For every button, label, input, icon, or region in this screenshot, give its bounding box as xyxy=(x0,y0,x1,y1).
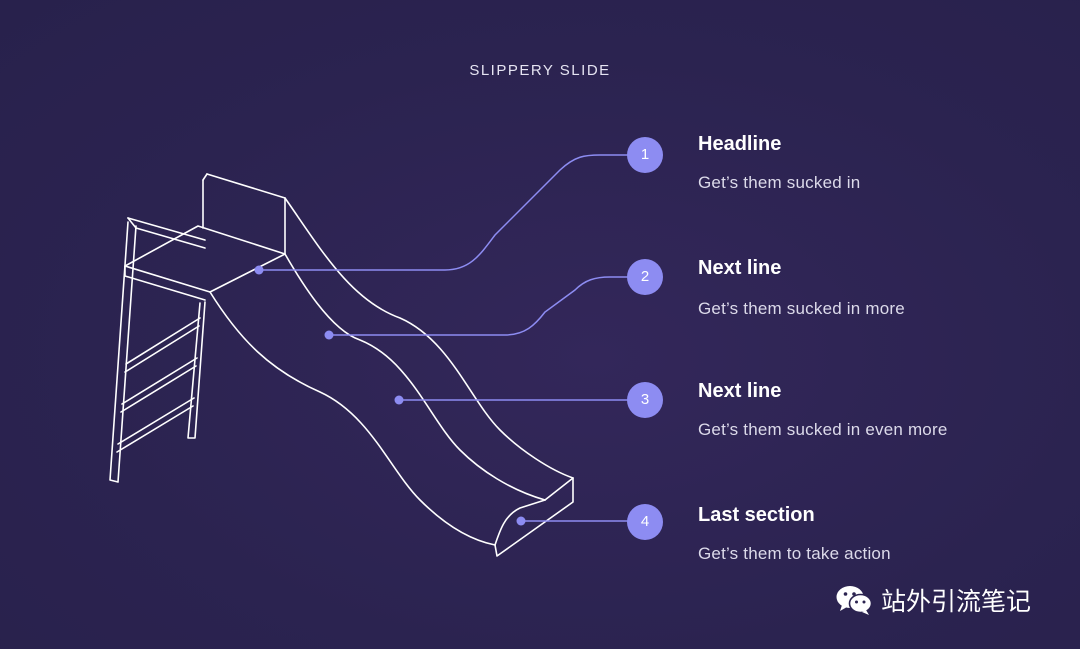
step-description-1: Get’s them sucked in xyxy=(698,173,861,192)
step-marker-4: 4 xyxy=(627,504,663,540)
diagram-title: SLIPPERY SLIDE xyxy=(469,62,611,79)
step-heading-1: Headline xyxy=(698,133,782,155)
anchor-dot-3 xyxy=(394,395,404,405)
step-marker-3: 3 xyxy=(627,382,663,418)
watermark-text: 站外引流笔记 xyxy=(881,587,1032,616)
step-heading-4: Last section xyxy=(698,504,815,526)
slide-outline xyxy=(109,173,574,557)
anchor-dot-4 xyxy=(516,516,526,526)
step-marker-2: 2 xyxy=(627,259,663,295)
anchor-dots xyxy=(254,265,526,526)
step-description-4: Get’s them to take action xyxy=(698,544,891,563)
step-description-2: Get’s them sucked in more xyxy=(698,299,905,318)
connector-line-1 xyxy=(259,154,644,271)
connector-lines xyxy=(259,154,644,522)
step-heading-3: Next line xyxy=(698,380,782,402)
wechat-icon xyxy=(836,586,873,615)
anchor-dot-2 xyxy=(324,330,334,340)
connector-line-2 xyxy=(329,276,644,336)
step-marker-1: 1 xyxy=(627,137,663,173)
step-heading-2: Next line xyxy=(698,257,782,279)
step-description-3: Get’s them sucked in even more xyxy=(698,420,948,439)
anchor-dot-1 xyxy=(254,265,264,275)
watermark: 站外引流笔记 xyxy=(835,582,1031,618)
